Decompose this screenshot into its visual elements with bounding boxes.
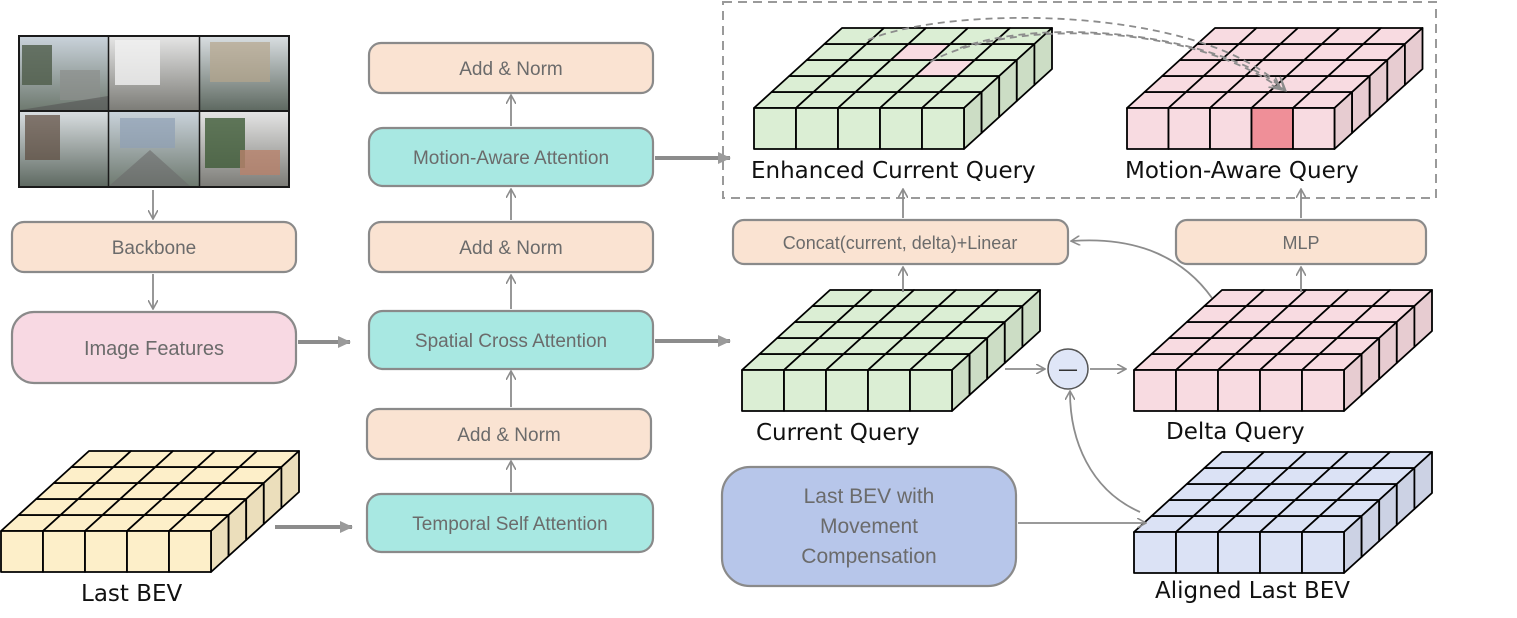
current-query-caption: Current Query <box>756 420 920 446</box>
motion-aware-query-grid <box>1126 27 1424 150</box>
delta-query-grid-front-cell <box>1301 369 1345 412</box>
add-norm-top-label: Add & Norm <box>459 59 562 80</box>
aligned-last-bev-grid-front-cell <box>1133 531 1177 574</box>
current-query-grid-front-cell <box>783 369 827 412</box>
image-features-box: Image Features <box>10 310 298 385</box>
current-query-grid-front-cell <box>909 369 953 412</box>
motion-aware-query-grid-front-cell <box>1167 107 1211 150</box>
motion-aware-query-caption: Motion-Aware Query <box>1125 158 1359 184</box>
add-norm-bottom-label: Add & Norm <box>457 425 560 446</box>
temporal-self-attention-box: Temporal Self Attention <box>365 492 655 554</box>
last-bev-compensation-line3: Compensation <box>801 545 936 568</box>
aligned-last-bev-caption: Aligned Last BEV <box>1155 578 1350 604</box>
enhanced-current-query-grid-front-cell <box>795 107 839 150</box>
spatial-cross-attention-box: Spatial Cross Attention <box>367 309 655 371</box>
motion-aware-query-grid-front-cell <box>1292 107 1336 150</box>
last-bev-grid-side-cell <box>280 450 300 509</box>
enhanced-current-query-grid-front-cell <box>921 107 965 150</box>
delta-query-grid-front-cell <box>1133 369 1177 412</box>
dashed-attention-curve-1 <box>867 17 1283 88</box>
camera-images <box>18 35 290 188</box>
motion-aware-query-grid-front-cell <box>1126 107 1170 150</box>
motion-aware-attention-label: Motion-Aware Attention <box>413 148 609 169</box>
concat-linear-box: Concat(current, delta)+Linear <box>731 218 1070 266</box>
current-query-grid-front-cell <box>741 369 785 412</box>
mlp-box: MLP <box>1174 218 1428 266</box>
backbone-box: Backbone <box>10 220 298 274</box>
last-bev-compensation-line2: Movement <box>820 515 918 538</box>
arrow-aligned-to-minus <box>1070 392 1141 513</box>
last-bev-grid-front-cell <box>42 530 86 573</box>
last-bev-grid-front-cell <box>168 530 212 573</box>
flow-arrows <box>153 17 1301 533</box>
backbone-label: Backbone <box>112 238 197 259</box>
current-query-grid <box>741 289 1041 412</box>
dashed-attention-curve-3 <box>959 31 1285 90</box>
enhanced-current-query-caption: Enhanced Current Query <box>751 158 1036 184</box>
enhanced-current-query-grid-front-cell <box>753 107 797 150</box>
temporal-self-attention-label: Temporal Self Attention <box>412 514 607 535</box>
subtract-operator-symbol: — <box>1058 357 1078 381</box>
last-bev-compensation-line1: Last BEV with <box>804 485 935 508</box>
dashed-attention-curve-2 <box>929 32 1280 88</box>
aligned-last-bev-grid-front-cell <box>1217 531 1261 574</box>
image-features-label: Image Features <box>84 338 224 360</box>
spatial-cross-attention-label: Spatial Cross Attention <box>415 331 607 352</box>
motion-aware-query-grid-front-cell <box>1209 107 1253 150</box>
aligned-last-bev-grid-front-cell <box>1175 531 1219 574</box>
delta-query-grid <box>1133 289 1433 412</box>
delta-query-grid-side-cell <box>1413 289 1433 348</box>
add-norm-mid-label: Add & Norm <box>459 238 562 259</box>
current-query-grid-front-cell <box>825 369 869 412</box>
aligned-last-bev-grid-front-cell <box>1259 531 1303 574</box>
last-bev-grid-front-cell <box>126 530 170 573</box>
aligned-last-bev-grid-side-cell <box>1413 451 1433 510</box>
add-norm-top-box: Add & Norm <box>367 41 655 95</box>
motion-aware-attention-box: Motion-Aware Attention <box>367 126 655 188</box>
delta-query-grid-front-cell <box>1175 369 1219 412</box>
delta-query-caption: Delta Query <box>1166 419 1305 445</box>
motion-aware-query-grid-side-cell <box>1404 27 1424 86</box>
delta-query-grid-front-cell <box>1217 369 1261 412</box>
enhanced-current-query-grid-front-cell <box>879 107 923 150</box>
current-query-grid-side-cell <box>1021 289 1041 348</box>
motion-aware-query-grid-front-cell <box>1250 107 1294 150</box>
enhanced-current-query-grid <box>753 27 1053 150</box>
last-bev-compensation-box: Last BEV with Movement Compensation <box>720 465 1018 588</box>
current-query-grid-front-cell <box>867 369 911 412</box>
delta-query-grid-front-cell <box>1259 369 1303 412</box>
add-norm-mid-box: Add & Norm <box>367 220 655 274</box>
dashed-group-border <box>722 1 1437 199</box>
arrow-delta-to-concat <box>1072 240 1213 299</box>
last-bev-caption: Last BEV <box>81 581 183 607</box>
subtract-operator: — <box>1047 348 1089 390</box>
add-norm-bottom-box: Add & Norm <box>365 407 653 461</box>
last-bev-grid-front-cell <box>0 530 44 573</box>
last-bev-grid <box>0 450 300 573</box>
enhanced-current-query-grid-front-cell <box>837 107 881 150</box>
mlp-label: MLP <box>1282 233 1319 253</box>
last-bev-grid-front-cell <box>84 530 128 573</box>
aligned-last-bev-grid <box>1133 451 1433 574</box>
aligned-last-bev-grid-front-cell <box>1301 531 1345 574</box>
concat-linear-label: Concat(current, delta)+Linear <box>783 233 1018 253</box>
